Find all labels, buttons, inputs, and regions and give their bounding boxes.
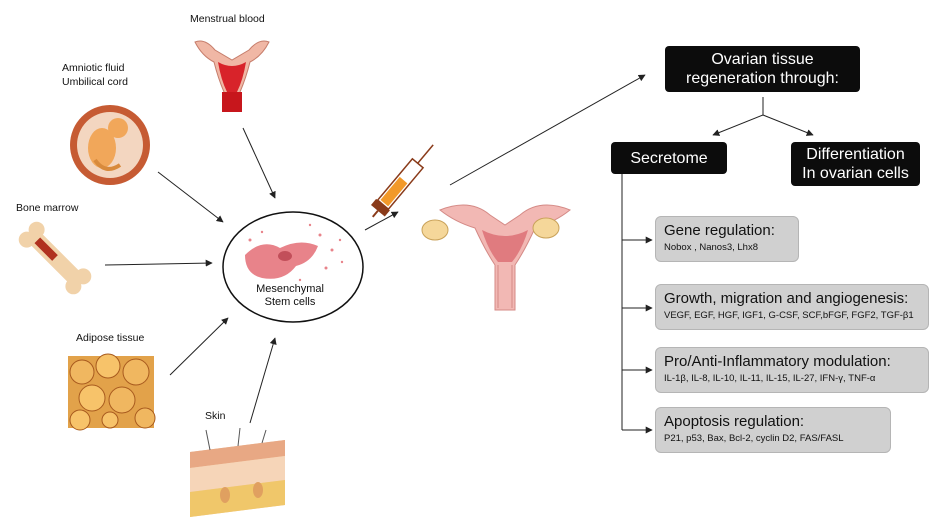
differentiation-line2: In ovarian cells (802, 164, 909, 183)
arrow-menstrual-to-msc (243, 128, 275, 198)
differentiation-line1: Differentiation (806, 145, 904, 164)
mechanism-title: Growth, migration and angiogenesis: (664, 290, 920, 308)
msc-label: Mesenchymal Stem cells (240, 283, 340, 309)
secretome-box: Secretome (611, 142, 727, 174)
arrow-adipose-to-msc (170, 318, 228, 375)
mechanism-inflammatory-modulation: Pro/Anti-Inflammatory modulation: IL-1β,… (655, 347, 929, 393)
skin-layers-icon (190, 428, 285, 517)
mechanism-detail: VEGF, EGF, HGF, IGF1, G-CSF, SCF,bFGF, F… (664, 310, 920, 322)
adipose-cells-icon (68, 354, 155, 430)
mechanism-growth-angiogenesis: Growth, migration and angiogenesis: VEGF… (655, 284, 929, 330)
regeneration-line1: Ovarian tissue (711, 50, 813, 69)
mechanism-title: Gene regulation: (664, 222, 790, 240)
label-adipose-tissue: Adipose tissue (76, 332, 144, 345)
label-skin: Skin (205, 410, 225, 423)
regeneration-box: Ovarian tissue regeneration through: (665, 46, 860, 92)
label-amniotic-fluid: Amniotic fluid (62, 62, 124, 75)
syringe-icon (366, 139, 440, 223)
uterus-menstrual-icon (195, 41, 269, 112)
msc-label-line2: Stem cells (240, 296, 340, 309)
mechanism-detail: P21, p53, Bax, Bcl-2, cyclin D2, FAS/FAS… (664, 433, 882, 445)
mechanism-title: Pro/Anti-Inflammatory modulation: (664, 353, 920, 371)
arrow-to-secretome (713, 115, 763, 135)
mechanism-gene-regulation: Gene regulation: Nobox , Nanos3, Lhx8 (655, 216, 799, 262)
arrow-amniotic-to-msc (158, 172, 223, 222)
arrow-to-differentiation (763, 115, 813, 135)
arrow-bonemarrow-to-msc (105, 263, 212, 265)
fetus-icon (70, 105, 150, 185)
mechanism-apoptosis-regulation: Apoptosis regulation: P21, p53, Bax, Bcl… (655, 407, 891, 453)
mechanism-title: Apoptosis regulation: (664, 413, 882, 431)
arrow-msc-to-syringe (365, 212, 398, 230)
differentiation-box: Differentiation In ovarian cells (791, 142, 920, 186)
label-umbilical-cord: Umbilical cord (62, 76, 128, 89)
secretome-label: Secretome (630, 149, 707, 168)
label-menstrual-blood: Menstrual blood (190, 13, 265, 26)
bone-icon (15, 218, 94, 297)
label-bone-marrow: Bone marrow (16, 202, 78, 215)
msc-label-line1: Mesenchymal (240, 283, 340, 296)
uterus-ovaries-icon (422, 201, 570, 310)
mechanism-detail: IL-1β, IL-8, IL-10, IL-11, IL-15, IL-27,… (664, 373, 920, 385)
regeneration-line2: regeneration through: (686, 69, 839, 88)
mechanism-detail: Nobox , Nanos3, Lhx8 (664, 242, 790, 254)
arrow-skin-to-msc (250, 338, 275, 423)
